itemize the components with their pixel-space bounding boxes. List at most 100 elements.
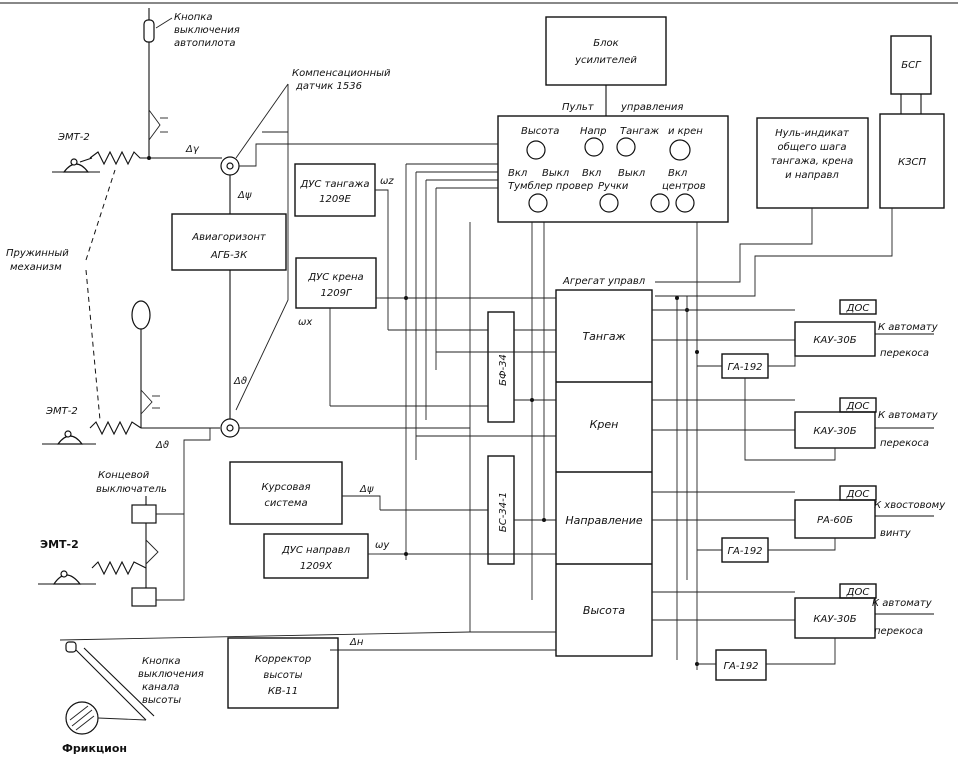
middle-stick-grip[interactable] <box>131 300 151 330</box>
altitude-corrector-block <box>227 637 339 709</box>
alt-button-wire <box>59 631 471 641</box>
heading-system-label-2: система <box>264 498 307 509</box>
autopilot-button-label-1: Кнопка <box>174 12 212 23</box>
amplifier-label-1: Блок <box>593 38 618 49</box>
middle-spring <box>89 420 142 436</box>
dus-yaw-label-2: 1209Х <box>300 561 333 572</box>
zero-indicator-line3: тангажа, крена <box>771 156 854 167</box>
panel-knob-center-1[interactable] <box>650 193 670 213</box>
panel-row3-switch: Тумблер провер <box>508 180 593 192</box>
panel-knob-altitude[interactable] <box>526 140 546 160</box>
channel-pitch: Тангаж <box>582 330 625 343</box>
heading-out <box>342 495 381 510</box>
panel-knob-switch[interactable] <box>528 193 548 213</box>
dos-box-1 <box>839 299 877 315</box>
rb-junction-3 <box>695 350 699 354</box>
friction-hatch-1 <box>71 709 93 727</box>
channel-altitude: Высота <box>583 604 625 617</box>
bsg-block <box>890 35 932 95</box>
kzsp-label: КЗСП <box>898 157 926 168</box>
gyro-horizon-label-1: Авиагоризонт <box>191 232 267 243</box>
autopilot-button-label-3: автопилота <box>174 38 235 49</box>
control-unit-block <box>555 289 653 657</box>
output-label-1b: перекоса <box>880 348 929 359</box>
ga192-label-2: ГА-192 <box>727 546 762 557</box>
gyro-horizon-block <box>171 213 287 271</box>
amplifier-block <box>545 16 667 86</box>
channel-roll: Крен <box>590 418 619 431</box>
panel-knob-center-2[interactable] <box>675 193 695 213</box>
alt-button-label-3: канала <box>142 682 179 693</box>
alt-button-label-4: высоты <box>142 695 181 706</box>
friction-label: Фрикцион <box>62 742 127 755</box>
dus-pitch-out <box>375 189 389 330</box>
altitude-corrector-label-1: Корректор <box>255 654 311 665</box>
comp-to-panel <box>239 143 498 167</box>
panel-knob-roll[interactable] <box>669 139 691 161</box>
zero-indicator-line4: и направл <box>785 170 839 181</box>
junction-2 <box>404 552 408 556</box>
limit-switch-wire-up <box>183 428 211 514</box>
bottom-spring <box>91 560 147 576</box>
panel-row1-pitch: Тангаж <box>620 126 659 137</box>
amplifier-label-2: усилителей <box>574 55 637 66</box>
limit-switch-top <box>131 504 157 524</box>
panel-knob-handles[interactable] <box>599 193 619 213</box>
panel-row2-on-1: Вкл <box>508 168 528 179</box>
delta-psi-course-label: Δψ <box>359 484 374 495</box>
limit-hinge <box>145 539 159 565</box>
dos-label-3: ДОС <box>846 489 870 500</box>
comp-leader <box>235 83 289 159</box>
bs34-label: БС-34-1 <box>498 492 509 532</box>
dos-label-4: ДОС <box>846 587 870 598</box>
altitude-corrector-label-3: КВ-11 <box>268 686 298 697</box>
emt2-bottom-knob <box>60 570 68 578</box>
panel-knob-heading[interactable] <box>584 137 604 157</box>
altitude-off-button[interactable] <box>65 641 77 653</box>
ga192-link-3b <box>768 538 836 551</box>
omega-z-label: ωz <box>380 176 394 187</box>
delta-theta-label-mid: Δϑ <box>233 376 247 387</box>
autopilot-leader <box>155 17 173 29</box>
panel-row2-off-1: Выкл <box>542 168 570 179</box>
panel-knob-pitch[interactable] <box>616 137 636 157</box>
output-label-3a: К хвостовому <box>874 500 946 511</box>
panel-row2-off-2: Выкл <box>618 168 646 179</box>
zero-indicator-line1: Нуль-индикат <box>775 128 850 139</box>
middle-stick-hinge <box>140 389 153 415</box>
gyro-horizon-label-2: АГБ-3К <box>210 250 248 261</box>
actuator-label-3: РА-60Б <box>817 515 853 526</box>
control-panel-block <box>497 115 729 223</box>
comp-sensor-top-inner <box>226 162 234 170</box>
dus-pitch-block <box>294 163 376 217</box>
actuator-label-4: КАУ-30Б <box>813 614 856 625</box>
indicator-bus-line <box>655 208 813 283</box>
output-label-4b: перекоса <box>874 626 923 637</box>
control-unit-title: Агрегат управл <box>562 276 646 287</box>
panel-row3-handles: Ручки <box>598 181 629 192</box>
bsg-label: БСГ <box>901 60 922 71</box>
panel-row1-heading: Напр <box>580 126 607 137</box>
output-label-1a: К автомату <box>878 322 939 333</box>
emt2-label-top: ЭМТ-2 <box>57 132 90 143</box>
panel-row2-on-2: Вкл <box>582 168 602 179</box>
junction-4 <box>542 518 546 522</box>
omega-y-label: ωу <box>375 540 390 551</box>
top-rod-joint <box>147 156 151 160</box>
junction-3 <box>530 398 534 402</box>
emt2-top-arm <box>79 157 93 163</box>
dus-yaw-block <box>263 533 369 579</box>
ga192-block-3 <box>715 649 767 681</box>
dus-roll-label-1: ДУС крена <box>307 272 363 283</box>
dus-yaw-label-1: ДУС направл <box>281 545 351 556</box>
delta-h-label: Δн <box>349 637 364 648</box>
dus-roll-label-2: 1209Г <box>320 288 352 299</box>
panel-row1-altitude: Высота <box>521 126 559 137</box>
dus-roll-block <box>295 257 377 309</box>
actuator-label-1: КАУ-30Б <box>813 335 856 346</box>
top-spring <box>89 150 149 166</box>
comp-sensor-label-1: Компенсационный <box>292 68 391 79</box>
limit-switch-label-2: выключатель <box>96 484 167 495</box>
autopilot-off-button[interactable] <box>143 19 155 43</box>
